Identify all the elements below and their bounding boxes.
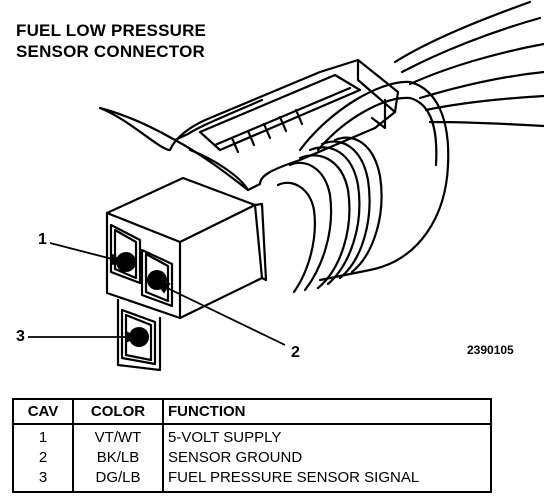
cell-cav: 1 [13,424,74,448]
table-header-row: CAV COLOR FUNCTION [13,399,491,425]
pinout-table: CAV COLOR FUNCTION 1 VT/WT 5-VOLT SUPPLY… [12,398,492,493]
cell-color: DG/LB [73,468,164,492]
cell-function: SENSOR GROUND [168,449,303,466]
arrowhead-1 [109,252,125,266]
callout-3: 3 [16,328,25,345]
callout-1: 1 [38,231,47,248]
terminal-1 [116,252,136,272]
title-line-2: SENSOR CONNECTOR [16,42,205,61]
cell-function: FUEL PRESSURE SENSOR SIGNAL [168,469,420,486]
figure-id: 2390105 [467,343,514,357]
callout-2: 2 [291,344,300,361]
table-row: 1 VT/WT 5-VOLT SUPPLY [13,424,491,448]
cell-cav: 2 [13,448,74,468]
cell-function: 5-VOLT SUPPLY [168,429,282,446]
cell-cav: 3 [13,468,74,492]
table-row: 2 BK/LB SENSOR GROUND [13,448,491,468]
wire-bundle [393,0,544,128]
connector-housing [276,80,450,294]
arrowhead-2 [155,281,171,294]
arrowhead-3 [125,330,139,344]
locking-latch [98,58,400,192]
leader-line-2 [162,285,286,346]
connector-illustration [28,0,544,372]
cavity-2 [140,248,174,308]
cell-color: BK/LB [73,448,164,468]
header-cav: CAV [13,399,74,425]
cell-color: VT/WT [73,424,164,448]
header-color: COLOR [73,399,164,425]
header-function: FUNCTION [163,399,491,425]
connector-face [105,176,268,372]
table-row: 3 DG/LB FUEL PRESSURE SENSOR SIGNAL [13,468,491,492]
title-line-1: FUEL LOW PRESSURE [16,21,207,40]
terminal-3 [129,327,149,347]
diagram-title: FUEL LOW PRESSURE SENSOR CONNECTOR [16,20,206,62]
leader-line-1 [49,242,117,261]
